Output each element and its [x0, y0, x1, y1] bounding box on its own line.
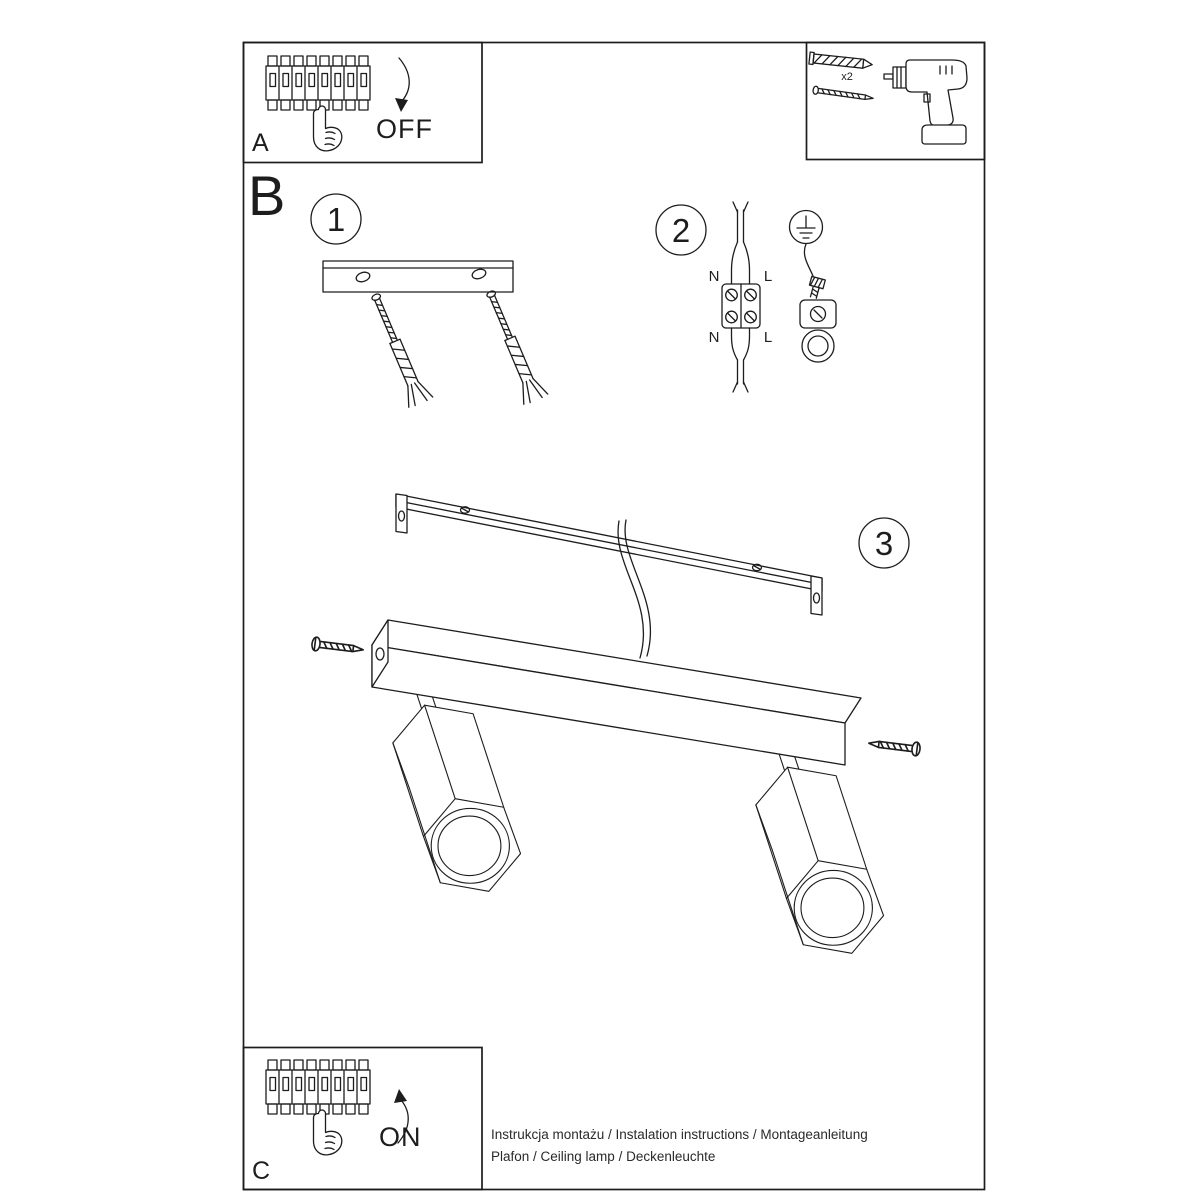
power-wire: [617, 519, 652, 659]
step-3-badge: [858, 517, 910, 569]
panel-a-label: A: [252, 129, 269, 157]
arrow-up-head: [394, 1089, 407, 1103]
panel-a-box: [242, 41, 483, 164]
drill-icon: [883, 59, 968, 145]
screw-icon: [812, 85, 874, 101]
footer-line1: Instrukcja montażu / Instalation instruc…: [491, 1127, 868, 1142]
footer: Instrukcja montażu / Instalation instruc…: [491, 1127, 868, 1164]
ground-symbol-icon: [788, 209, 824, 245]
step-3-number: 3: [875, 525, 893, 562]
step-2-number: 2: [672, 212, 690, 249]
panel-c: ON C: [252, 1059, 422, 1185]
panel-c-label: C: [252, 1157, 270, 1185]
off-label: OFF: [376, 114, 433, 144]
arrow-up-icon: [397, 1099, 409, 1144]
section-b-label: B: [248, 164, 285, 227]
wire-label-n-bottom: N: [709, 329, 720, 346]
panel-c-box: [242, 1046, 483, 1191]
hand-icon: [312, 105, 343, 152]
mounting-rail: [395, 493, 823, 616]
step-3: 3: [310, 493, 922, 954]
wire-label-l-top: L: [764, 268, 772, 285]
arrow-down-icon: [398, 57, 410, 102]
wire-label-l-bottom: L: [764, 329, 772, 346]
arrow-down-head: [395, 98, 408, 112]
hand-icon: [312, 1109, 343, 1156]
supply-cable: [730, 201, 751, 291]
tools-box: [805, 41, 986, 161]
terminal-block: [721, 283, 761, 329]
page-frames: [242, 41, 986, 1191]
step-1-number: 1: [327, 201, 345, 238]
wire-label-n-top: N: [709, 268, 720, 285]
circuit-breaker-icon: [265, 1059, 371, 1115]
on-label: ON: [379, 1122, 422, 1152]
lamp-body-bar: [371, 619, 862, 766]
screw-icon: [310, 635, 365, 658]
tools-required: x2: [808, 51, 968, 145]
footer-line2: Plafon / Ceiling lamp / Deckenleuchte: [491, 1149, 715, 1164]
outer-frame: [242, 41, 986, 1191]
lamp-cable: [730, 327, 751, 393]
plug-quantity-label: x2: [841, 71, 853, 83]
step-1: 1: [310, 193, 549, 409]
anchor-screw-icon: [362, 288, 434, 409]
wall-plug-icon: [808, 51, 873, 69]
circuit-breaker-icon: [265, 55, 371, 111]
anchor-screw-icon: [477, 285, 549, 406]
step-1-badge: [310, 193, 362, 245]
ground-clamp: [799, 243, 837, 363]
step-2-badge: [655, 204, 707, 256]
panel-a: OFF A: [252, 55, 433, 157]
step-2: 2 N L N L: [655, 201, 837, 393]
mounting-plate: [322, 260, 514, 293]
screw-icon: [867, 735, 922, 758]
hex-spotlight-icon: [755, 732, 885, 954]
